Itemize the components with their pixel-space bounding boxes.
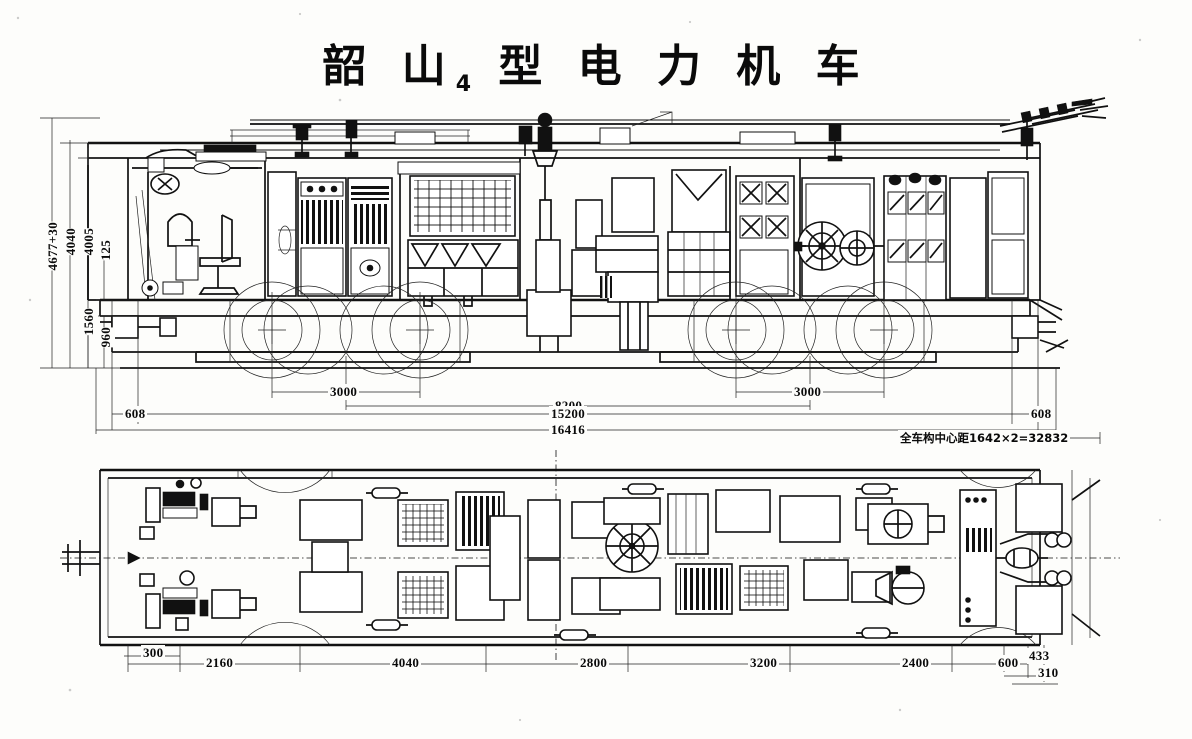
plan-marker — [366, 487, 408, 499]
plan-cabinet — [959, 489, 997, 627]
roof-insulator — [1020, 127, 1034, 160]
plan-marker — [554, 629, 596, 641]
plan-seat — [211, 497, 241, 527]
dim-height-body: 4005 — [80, 228, 98, 256]
page-title-subscript: 4 — [455, 71, 474, 97]
roof-box — [394, 131, 436, 145]
plan-view-group — [60, 450, 1120, 660]
roof-insulator — [827, 123, 843, 162]
scan-noise — [16, 12, 1162, 722]
dim-over-couplers: 16416 — [549, 422, 587, 438]
dim-overhang-right: 608 — [1029, 406, 1054, 422]
plan-marker — [856, 483, 898, 495]
dim-plan-2160: 2160 — [204, 655, 236, 671]
cooling-unit — [667, 169, 731, 297]
roof-insulator — [344, 119, 359, 158]
dim-plan-300: 300 — [141, 645, 166, 661]
plan-seat — [211, 589, 241, 619]
roof-box — [739, 131, 796, 145]
page-title: 韶 山4 型 电 力 机 车 — [0, 30, 1192, 97]
motor-generator-set — [793, 177, 884, 297]
plan-bogies — [237, 469, 1037, 646]
dim-height-roof: 4040 — [62, 228, 80, 256]
fan-wheel-small — [839, 230, 875, 266]
plan-marker — [622, 483, 664, 495]
fan-wheel — [797, 221, 847, 271]
machine-room — [397, 158, 801, 352]
page-title-prefix: 韶 山 — [322, 41, 456, 92]
coupler-left — [111, 315, 139, 339]
control-desk — [162, 213, 200, 295]
dim-height-sill: 125 — [97, 240, 115, 261]
bogie-center-note: 全车构中心距1642×2=32832 — [898, 430, 1071, 446]
page-title-suffix: 型 电 力 机 车 — [498, 41, 870, 92]
compressor — [595, 235, 659, 273]
under-frame-box — [619, 301, 649, 351]
hv-column — [526, 239, 572, 352]
plan-fan — [605, 519, 659, 573]
dim-over-bogie-ends: 15200 — [549, 406, 587, 422]
dim-bogie-wb-right: 3000 — [792, 384, 824, 400]
dim-plan-433: 433 — [1027, 648, 1052, 664]
cabinet-louvre — [301, 200, 343, 244]
transformer — [407, 239, 519, 307]
roof-insulator — [518, 125, 533, 156]
dim-height-wheel: 960 — [97, 327, 115, 348]
dim-plan-310: 310 — [1036, 665, 1061, 681]
roof-main-insulator — [531, 112, 559, 241]
dim-plan-4040: 4040 — [390, 655, 422, 671]
pantograph — [999, 97, 1109, 133]
dim-bogie-wb-left: 3000 — [328, 384, 360, 400]
dim-overhang-left: 608 — [123, 406, 148, 422]
plan-marker — [366, 619, 408, 631]
roof-equipment — [250, 111, 1034, 241]
dim-plan-2400: 2400 — [900, 655, 932, 671]
bogie-left — [195, 281, 471, 379]
coupler-right — [1011, 315, 1039, 339]
plan-generator — [867, 503, 945, 606]
dim-height-total: 4677+30 — [44, 222, 62, 271]
dim-height-frame: 1560 — [80, 308, 98, 336]
cabinet — [267, 171, 297, 297]
plan-marker — [856, 627, 898, 639]
side-elevation-group — [87, 97, 1109, 379]
driver-seat — [198, 214, 241, 295]
plan-machine-room — [299, 470, 1101, 645]
roof-box — [599, 127, 631, 145]
driver-cab — [127, 144, 267, 301]
dim-plan-2800: 2800 — [578, 655, 610, 671]
cab-dome — [193, 161, 231, 175]
cabinet-group-left — [267, 171, 393, 297]
apparatus — [611, 177, 655, 233]
dim-plan-600: 600 — [996, 655, 1021, 671]
plan-cab-left — [62, 477, 257, 631]
roof-insulator — [292, 123, 312, 158]
contactor-cabinets — [883, 171, 1029, 301]
dim-plan-3200: 3200 — [748, 655, 780, 671]
